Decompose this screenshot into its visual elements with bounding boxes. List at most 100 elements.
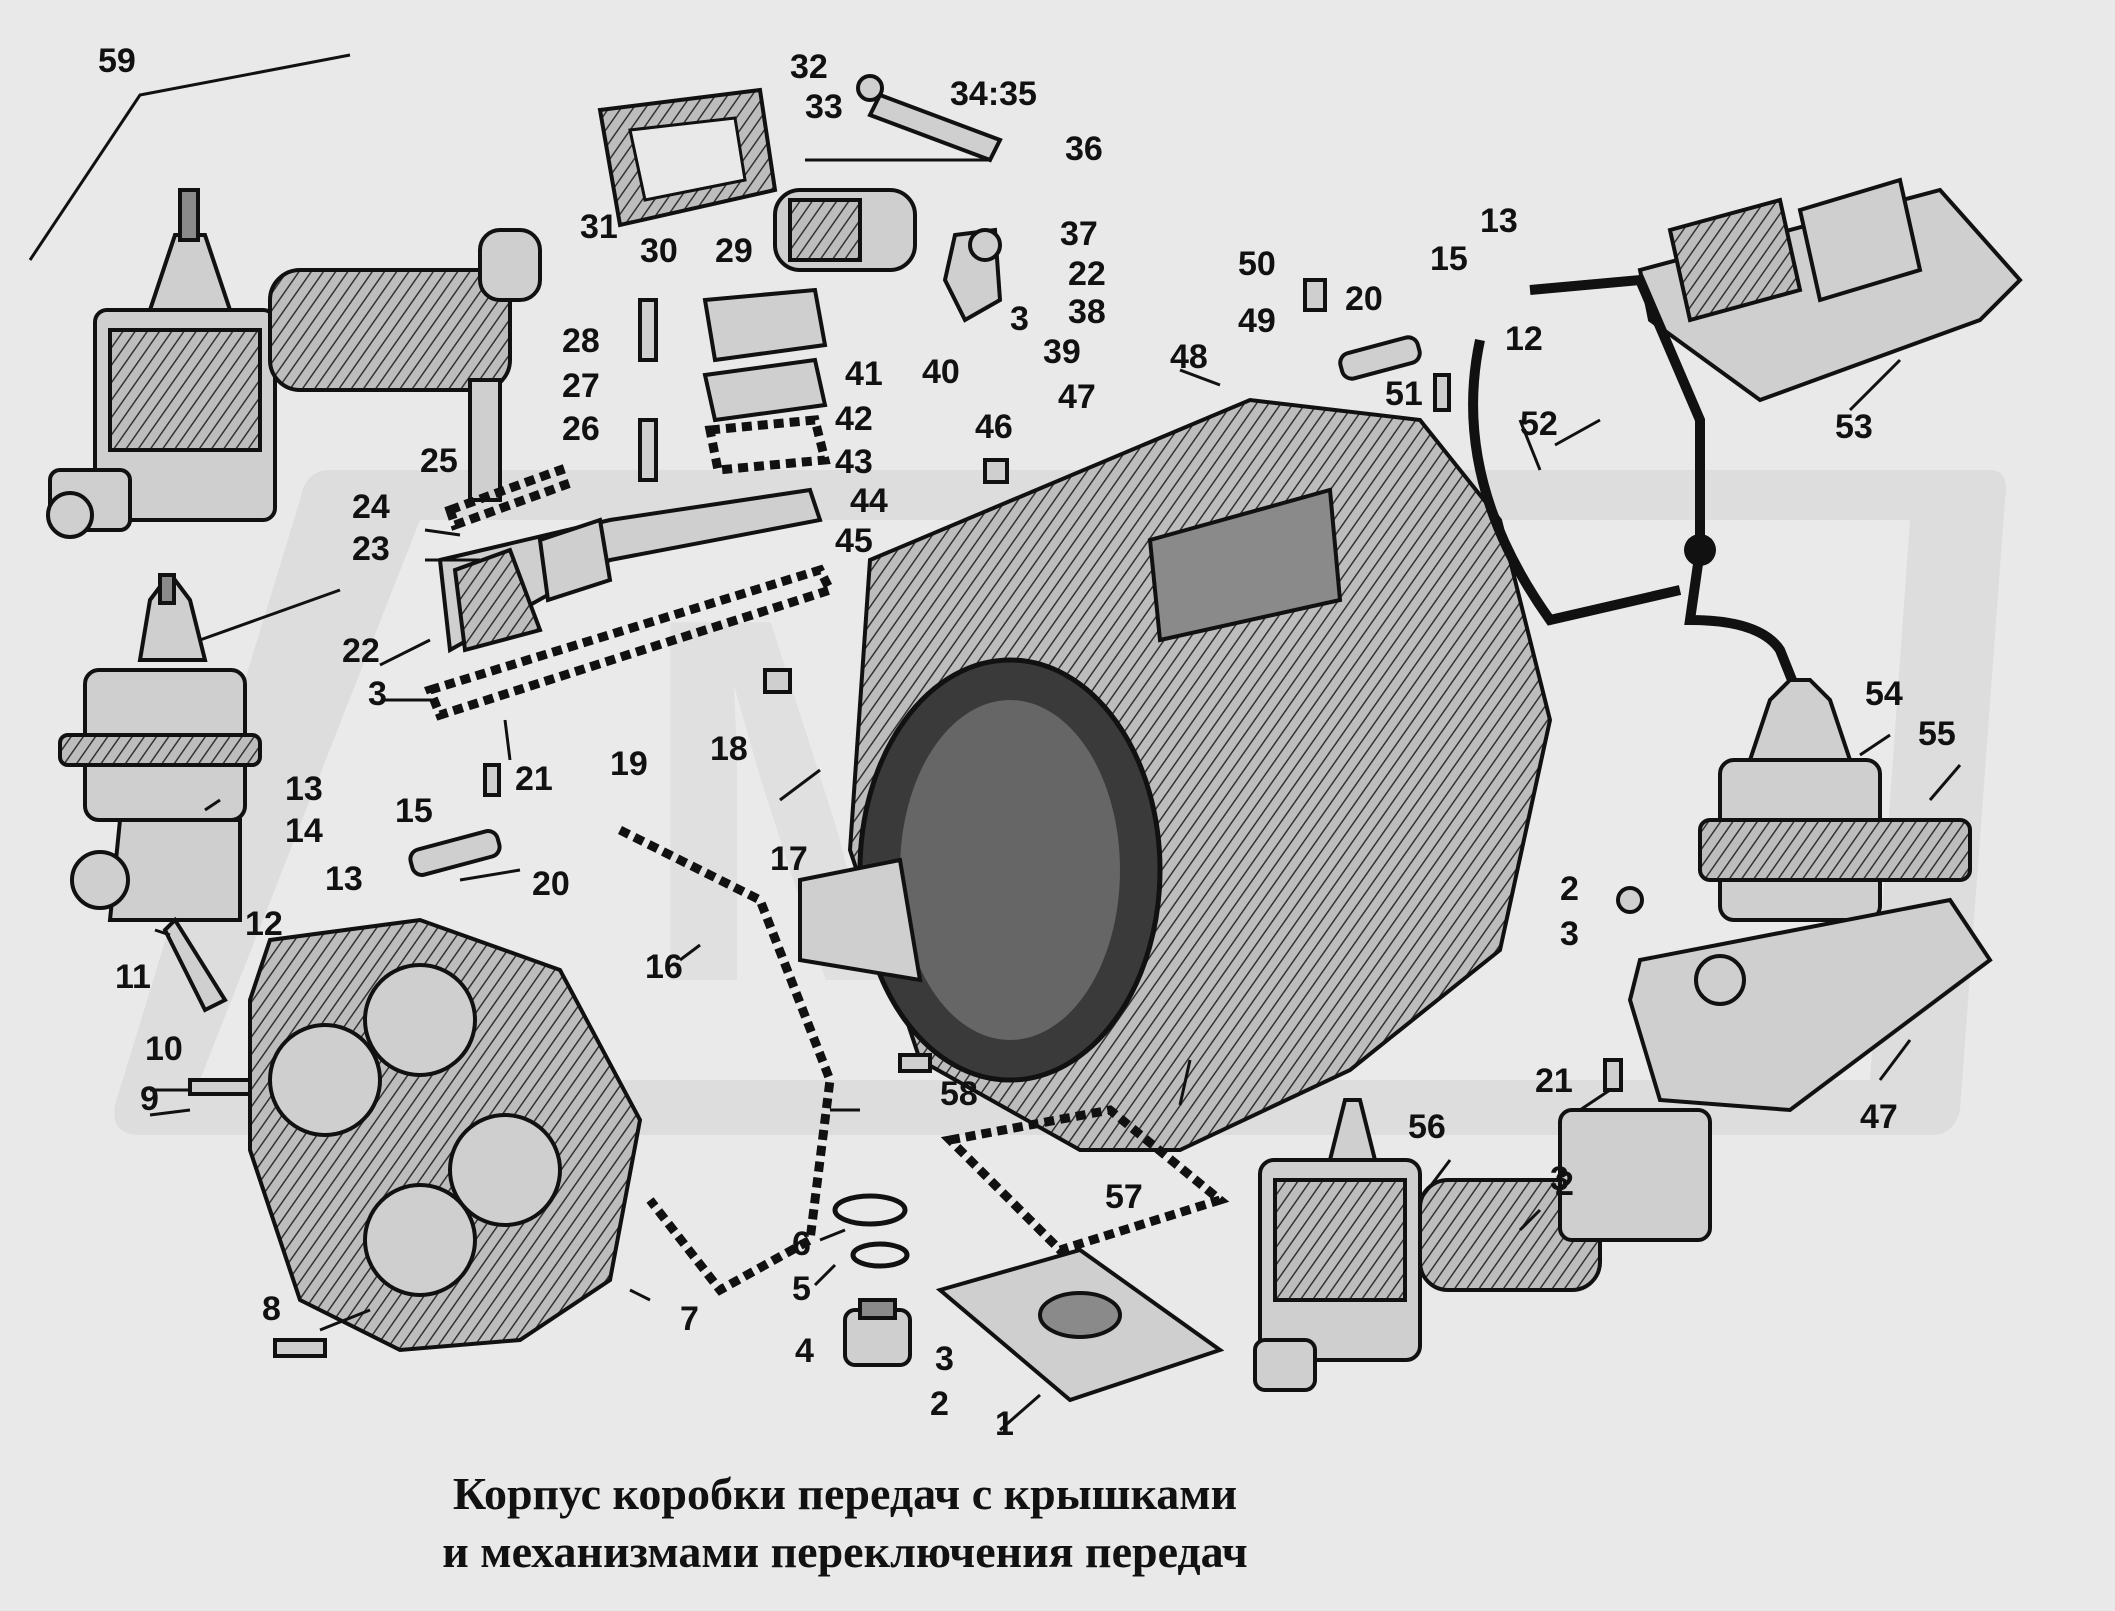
caption-line-2: и механизмами переключения передач: [442, 1526, 1248, 1577]
callout-40: 40: [922, 353, 960, 391]
callout-12: 12: [245, 905, 283, 943]
part-16-gasket: [617, 825, 835, 1296]
part-57-gasket: [940, 1105, 1230, 1256]
callout-29: 29: [715, 232, 753, 270]
part-54-shift-tower: [1698, 678, 1972, 922]
callout-3: 3: [1560, 915, 1579, 953]
callout-21: 21: [515, 760, 553, 798]
callout-12: 12: [1505, 320, 1543, 358]
callout-39: 39: [1043, 333, 1081, 371]
callout-52: 52: [1520, 405, 1558, 443]
callout-3: 3: [935, 1340, 954, 1378]
callout-23: 23: [352, 530, 390, 568]
part-34-35-pin: [856, 74, 1003, 163]
callout-50: 50: [1238, 245, 1276, 283]
callout-48: 48: [1170, 338, 1208, 376]
callout-31: 31: [580, 208, 618, 246]
part-25-shift-mechanism: [46, 188, 542, 539]
callout-33: 33: [805, 88, 843, 126]
callout-3: 3: [1550, 1160, 1569, 1198]
part-30-shift-head: [773, 158, 990, 272]
part-37-lever: [942, 227, 1003, 323]
callout-labels: 1 2 2 2 3 3 3 3 3 4 5 6 7 8 9 10 11 12 1…: [98, 42, 1956, 1443]
callout-16: 16: [645, 948, 683, 986]
callout-58: 58: [940, 1075, 978, 1113]
callout-6: 6: [792, 1225, 811, 1263]
callout-38: 38: [1068, 293, 1106, 331]
callout-15: 15: [395, 792, 433, 830]
callout-26: 26: [562, 410, 600, 448]
callout-2: 2: [1555, 1165, 1574, 1203]
callout-13: 13: [285, 770, 323, 808]
callout-44: 44: [850, 482, 888, 520]
callout-56: 56: [1408, 1108, 1446, 1146]
caption-line-1: Корпус коробки передач с крышками: [452, 1468, 1238, 1519]
part-56-shift-mechanism: [1253, 1098, 1712, 1392]
callout-15: 15: [1430, 240, 1468, 278]
callout-19: 19: [610, 745, 648, 783]
callout-2: 2: [1560, 870, 1579, 908]
callout-2: 2: [930, 1385, 949, 1423]
part-31-gasket: [597, 87, 778, 228]
callout-18: 18: [710, 730, 748, 768]
callout-36: 36: [1065, 130, 1103, 168]
part-4-plug: [843, 1298, 912, 1367]
callout-30: 30: [640, 232, 678, 270]
callout-4: 4: [795, 1332, 814, 1370]
callout-7: 7: [680, 1300, 699, 1338]
callout-10: 10: [145, 1030, 183, 1068]
callout-8: 8: [262, 1290, 281, 1328]
callout-42: 42: [835, 400, 873, 438]
callout-51: 51: [1385, 375, 1423, 413]
callout-57: 57: [1105, 1178, 1143, 1216]
callout-47: 47: [1860, 1098, 1898, 1136]
part-47-shift-cover: [1627, 897, 1993, 1113]
callout-20: 20: [1345, 280, 1383, 318]
callout-47: 47: [1058, 378, 1096, 416]
callout-11: 11: [115, 958, 151, 996]
callout-59: 59: [98, 42, 136, 80]
part-19-gasket: [424, 564, 837, 721]
callout-43: 43: [835, 443, 873, 481]
callout-13: 13: [1480, 202, 1518, 240]
callout-13: 13: [325, 860, 363, 898]
part-23-top-cover: [437, 487, 823, 654]
part-48-gearbox-housing: [798, 397, 1553, 1152]
parts-41-43-plates: [702, 287, 831, 475]
callout-17: 17: [770, 840, 808, 878]
callout-21: 21: [1535, 1062, 1573, 1100]
part-5-ring: [850, 1241, 910, 1269]
callout-55: 55: [1918, 715, 1956, 753]
callout-27: 27: [562, 367, 600, 405]
callout-28: 28: [562, 322, 600, 360]
part-1-bottom-cover: [935, 1247, 1225, 1403]
callout-54: 54: [1865, 675, 1903, 713]
callout-9: 9: [140, 1080, 159, 1118]
callout-41: 41: [845, 355, 883, 393]
callout-32: 32: [790, 48, 828, 86]
callout-37: 37: [1060, 215, 1098, 253]
callout-1: 1: [995, 1405, 1014, 1443]
callout-14: 14: [285, 812, 323, 850]
diagram-caption: Корпус коробки передач с крышками и меха…: [0, 1465, 1690, 1581]
callout-20: 20: [532, 865, 570, 903]
callout-45: 45: [835, 522, 873, 560]
callout-3: 3: [1010, 300, 1029, 338]
leader-lines: [149, 358, 1962, 1432]
part-11-shift-lever-housing: [58, 573, 262, 1013]
part-7-front-cover-plate: [248, 917, 643, 1353]
callout-25: 25: [420, 442, 458, 480]
callout-22: 22: [1068, 255, 1106, 293]
callout-34-35: 34:35: [950, 75, 1037, 113]
part-6-ring: [832, 1193, 908, 1227]
callout-46: 46: [975, 408, 1013, 446]
part-53-housing-cover: [1637, 177, 2023, 403]
callout-24: 24: [352, 488, 390, 526]
callout-49: 49: [1238, 302, 1276, 340]
callout-3: 3: [368, 675, 387, 713]
callout-53: 53: [1835, 408, 1873, 446]
part-24-gasket: [444, 464, 571, 531]
callout-22: 22: [342, 632, 380, 670]
